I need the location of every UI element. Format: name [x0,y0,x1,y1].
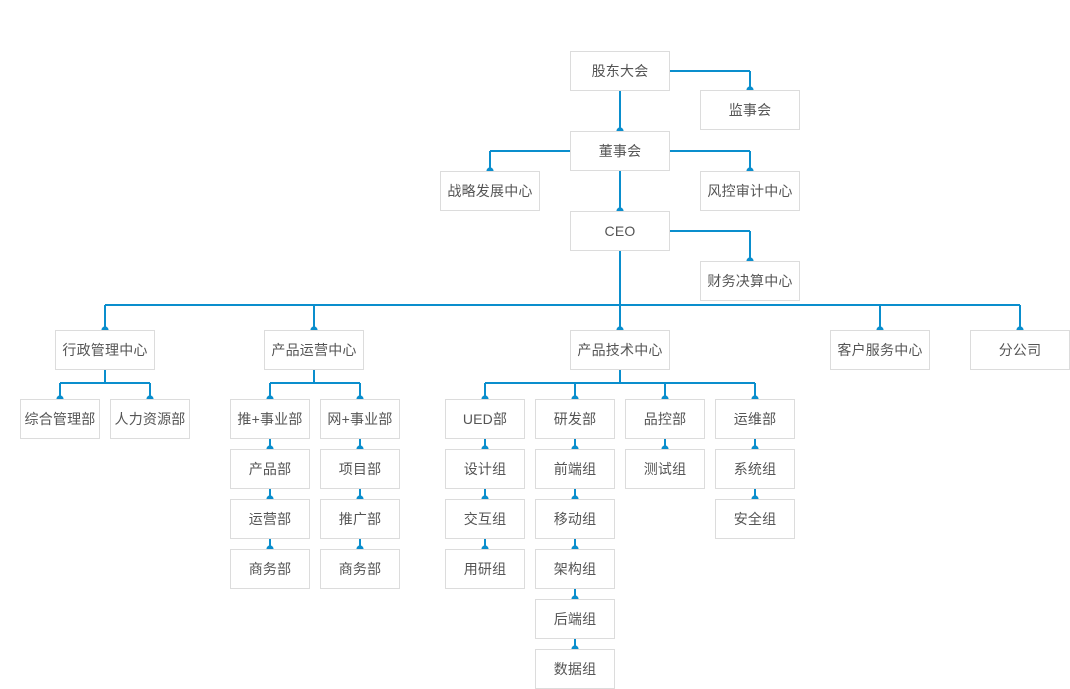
org-node-label: 测试组 [643,461,687,477]
org-node[interactable]: 战略发展中心 [440,171,540,211]
org-node-label: UED部 [462,411,508,427]
org-node-label: 前端组 [553,461,597,477]
org-node[interactable]: 设计组 [445,449,525,489]
org-node[interactable]: 商务部 [230,549,310,589]
org-node-label: 商务部 [338,561,382,577]
org-node[interactable]: 分公司 [970,330,1070,370]
org-node[interactable]: 项目部 [320,449,400,489]
org-node[interactable]: 架构组 [535,549,615,589]
org-node-label: 产品技术中心 [577,342,663,358]
org-node-label: 产品运营中心 [271,342,357,358]
org-node-label: 架构组 [553,561,597,577]
org-node-label: 行政管理中心 [62,342,148,358]
org-node[interactable]: 研发部 [535,399,615,439]
org-node-label: 运营部 [248,511,292,527]
org-node-label: 后端组 [553,611,597,627]
org-node[interactable]: 推广部 [320,499,400,539]
org-node-label: 安全组 [733,511,777,527]
org-node[interactable]: 品控部 [625,399,705,439]
org-node-label: 运维部 [733,411,777,427]
org-node-label: 监事会 [728,102,772,118]
org-node[interactable]: 运营部 [230,499,310,539]
org-node[interactable]: 行政管理中心 [55,330,155,370]
org-node[interactable]: 推+事业部 [230,399,310,439]
org-node-label: 财务决算中心 [707,273,793,289]
org-node-label: 推+事业部 [237,411,303,427]
org-node[interactable]: 产品运营中心 [264,330,364,370]
org-node-label: 数据组 [553,661,597,677]
org-node[interactable]: 商务部 [320,549,400,589]
org-node[interactable]: 产品技术中心 [570,330,670,370]
org-node-label: 产品部 [248,461,292,477]
org-node-label: 商务部 [248,561,292,577]
org-node-label: 人力资源部 [114,411,186,427]
org-node[interactable]: 前端组 [535,449,615,489]
org-node-label: 董事会 [598,143,642,159]
org-node[interactable]: 董事会 [570,131,670,171]
org-node-label: 用研组 [463,561,507,577]
org-node-label: 项目部 [338,461,382,477]
org-node-label: 战略发展中心 [447,183,533,199]
org-node[interactable]: 交互组 [445,499,525,539]
org-node[interactable]: 测试组 [625,449,705,489]
org-node-label: 分公司 [998,342,1042,358]
org-node[interactable]: 风控审计中心 [700,171,800,211]
org-node[interactable]: 产品部 [230,449,310,489]
org-node-label: 品控部 [643,411,687,427]
org-node[interactable]: UED部 [445,399,525,439]
org-node[interactable]: 移动组 [535,499,615,539]
org-node[interactable]: 安全组 [715,499,795,539]
org-node[interactable]: 综合管理部 [20,399,100,439]
org-node-label: 客户服务中心 [837,342,923,358]
org-node-label: 移动组 [553,511,597,527]
org-node[interactable]: 网+事业部 [320,399,400,439]
org-node-label: 系统组 [733,461,777,477]
org-node[interactable]: 后端组 [535,599,615,639]
org-node-label: 风控审计中心 [707,183,793,199]
org-node-label: 研发部 [553,411,597,427]
org-node[interactable]: 用研组 [445,549,525,589]
org-node[interactable]: 监事会 [700,90,800,130]
org-node-label: 股东大会 [591,63,649,79]
org-node[interactable]: 财务决算中心 [700,261,800,301]
org-node-label: 网+事业部 [327,411,393,427]
org-node[interactable]: 客户服务中心 [830,330,930,370]
org-node[interactable]: 系统组 [715,449,795,489]
org-node-label: 推广部 [338,511,382,527]
org-node[interactable]: 股东大会 [570,51,670,91]
org-node-label: 设计组 [463,461,507,477]
org-node[interactable]: 运维部 [715,399,795,439]
org-node[interactable]: 数据组 [535,649,615,689]
org-node-label: CEO [604,223,636,239]
org-node-label: 交互组 [463,511,507,527]
org-node-label: 综合管理部 [24,411,96,427]
org-node[interactable]: CEO [570,211,670,251]
org-node[interactable]: 人力资源部 [110,399,190,439]
